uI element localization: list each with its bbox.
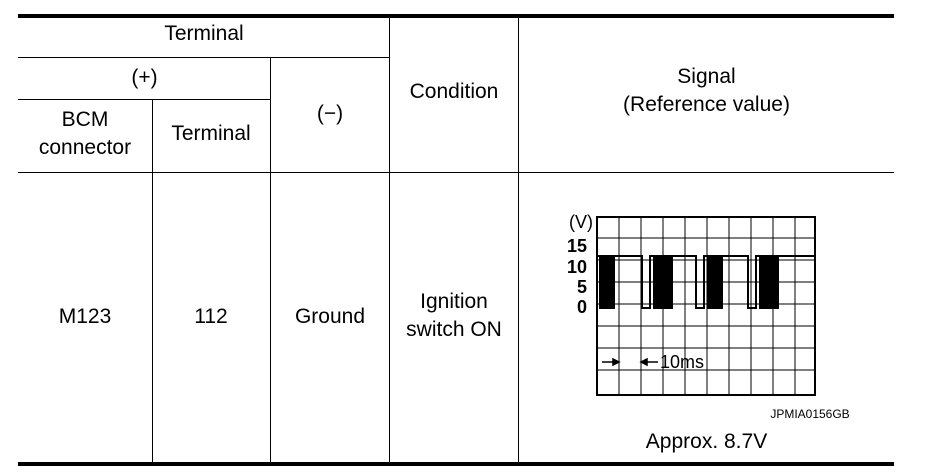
header-plus: (+)	[131, 66, 158, 89]
scope-y-label-10: 10	[566, 257, 588, 277]
col-divider-4	[518, 16, 519, 464]
header-rule-plus	[18, 99, 271, 100]
scope-time-label: 10ms	[660, 352, 705, 372]
header-terminal: Terminal	[164, 22, 244, 45]
col-divider-3	[389, 16, 390, 464]
scope-frame	[596, 216, 816, 396]
cell-ground: Ground	[294, 305, 366, 328]
cell-condition-line2: switch ON	[406, 318, 502, 341]
cell-signal-value: Approx. 8.7V	[645, 430, 768, 453]
header-terminal-col: Terminal	[171, 122, 251, 145]
figure-image-code: JPMIA0156GB	[770, 407, 850, 421]
scope-signal-trace	[598, 255, 814, 309]
header-condition: Condition	[409, 80, 499, 103]
header-reference-value: (Reference value)	[623, 93, 790, 116]
oscilloscope-waveform	[596, 216, 816, 396]
scope-time-arrows	[602, 357, 658, 367]
header-body-divider	[18, 172, 894, 173]
header-rule-terminal	[18, 57, 390, 58]
cell-terminal: 112	[194, 305, 228, 328]
col-divider-2	[270, 57, 271, 464]
table-top-border	[18, 14, 894, 18]
header-minus: (−)	[316, 102, 344, 125]
cell-condition-line1: Ignition	[420, 290, 488, 313]
cell-connector: M123	[58, 305, 112, 328]
col-divider-1	[152, 99, 153, 464]
header-bcm-connector-line1: BCM	[61, 108, 109, 131]
table-bottom-border	[18, 462, 894, 466]
header-signal: Signal	[677, 65, 736, 88]
scope-y-label-0: 0	[576, 297, 587, 317]
scope-unit-label: (V)	[569, 212, 593, 232]
scope-y-label-15: 15	[566, 236, 588, 256]
scope-y-label-5: 5	[576, 277, 587, 297]
header-bcm-connector-line2: connector	[38, 136, 132, 159]
